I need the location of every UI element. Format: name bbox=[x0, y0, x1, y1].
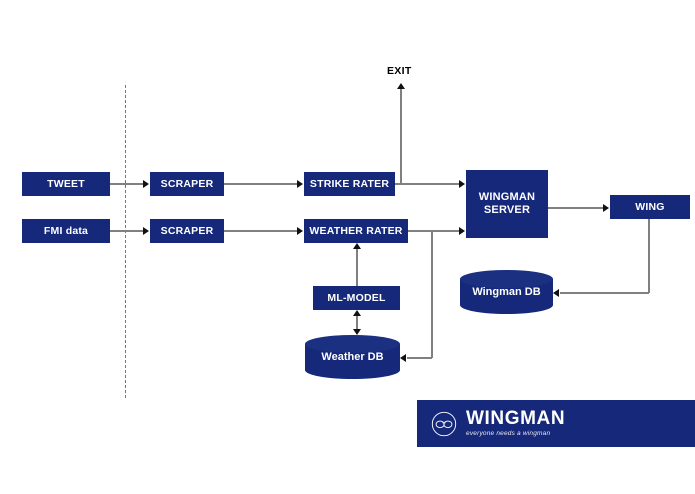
node-fmi-data-label: FMI data bbox=[43, 224, 89, 237]
arrowhead-scraper-to-strike-rater bbox=[297, 180, 303, 188]
edge-tweet-to-scraper bbox=[110, 183, 144, 185]
edge-ml-model-to-weather-rater bbox=[356, 248, 358, 286]
logo-wordmark: WINGMAN bbox=[466, 408, 566, 430]
edge-wing-to-wingman-db-vertical bbox=[648, 219, 650, 293]
edge-weather-rater-to-server bbox=[408, 230, 460, 232]
node-ml-model[interactable]: ML-MODEL bbox=[313, 286, 400, 310]
arrowhead-to-weather-db bbox=[400, 354, 406, 362]
arrowhead-weather-db-down bbox=[353, 329, 361, 335]
node-weather-rater-label: WEATHER RATER bbox=[309, 224, 403, 237]
glasses-icon bbox=[431, 411, 457, 436]
logo-tagline: everyone needs a wingman bbox=[466, 430, 551, 438]
node-weather-rater[interactable]: WEATHER RATER bbox=[304, 219, 408, 243]
exit-label: EXIT bbox=[387, 65, 412, 77]
edge-fmi-to-scraper bbox=[110, 230, 144, 232]
edge-weather-rater-to-weather-db-horizontal bbox=[407, 357, 432, 359]
weather-db-top bbox=[305, 335, 400, 353]
node-wingman-server-label-line1: WINGMAN bbox=[478, 191, 536, 204]
node-tweet[interactable]: TWEET bbox=[22, 172, 110, 196]
node-scraper-top[interactable]: SCRAPER bbox=[150, 172, 224, 196]
edge-scraper-to-weather-rater bbox=[224, 230, 298, 232]
edge-strike-rater-to-server bbox=[395, 183, 460, 185]
node-wing-label: WING bbox=[635, 200, 665, 213]
arrowhead-exit bbox=[397, 83, 405, 89]
node-fmi-data[interactable]: FMI data bbox=[22, 219, 110, 243]
arrowhead-server-to-wing bbox=[603, 204, 609, 212]
edge-weather-rater-to-weather-db-vertical bbox=[431, 230, 433, 358]
edge-server-to-wing bbox=[548, 207, 604, 209]
edge-ml-model-weather-db bbox=[356, 315, 358, 330]
arrowhead-weather-rater-to-server bbox=[459, 227, 465, 235]
arrowhead-fmi-to-scraper bbox=[143, 227, 149, 235]
node-strike-rater[interactable]: STRIKE RATER bbox=[304, 172, 395, 196]
node-scraper-bottom[interactable]: SCRAPER bbox=[150, 219, 224, 243]
node-wingman-db-label: Wingman DB bbox=[472, 286, 541, 298]
node-wing[interactable]: WING bbox=[610, 195, 690, 219]
edge-strike-rater-to-exit bbox=[400, 88, 402, 184]
wingman-logo-banner: WINGMAN everyone needs a wingman bbox=[417, 400, 695, 447]
arrowhead-ml-model-up bbox=[353, 310, 361, 316]
node-scraper-top-label: SCRAPER bbox=[160, 177, 214, 190]
node-tweet-label: TWEET bbox=[47, 177, 85, 190]
arrowhead-tweet-to-scraper bbox=[143, 180, 149, 188]
arrowhead-scraper-to-weather-rater bbox=[297, 227, 303, 235]
node-wingman-server[interactable]: WINGMAN SERVER bbox=[466, 170, 548, 238]
wingman-db-top bbox=[460, 270, 553, 288]
node-strike-rater-label: STRIKE RATER bbox=[309, 177, 390, 190]
arrowhead-ml-model-to-weather-rater bbox=[353, 243, 361, 249]
boundary-dashed-line bbox=[125, 85, 126, 398]
arrowhead-to-wingman-db bbox=[553, 289, 559, 297]
logo-text-group: WINGMAN everyone needs a wingman bbox=[466, 409, 565, 438]
edge-scraper-to-strike-rater bbox=[224, 183, 298, 185]
node-ml-model-label: ML-MODEL bbox=[327, 291, 386, 304]
node-weather-db[interactable]: Weather DB bbox=[305, 335, 400, 379]
node-wingman-server-label-line2: SERVER bbox=[483, 204, 531, 216]
arrowhead-strike-rater-to-server bbox=[459, 180, 465, 188]
node-scraper-bottom-label: SCRAPER bbox=[160, 224, 214, 237]
edge-wing-to-wingman-db-horizontal bbox=[560, 292, 649, 294]
node-weather-db-label: Weather DB bbox=[321, 351, 384, 363]
node-wingman-db[interactable]: Wingman DB bbox=[460, 270, 553, 314]
